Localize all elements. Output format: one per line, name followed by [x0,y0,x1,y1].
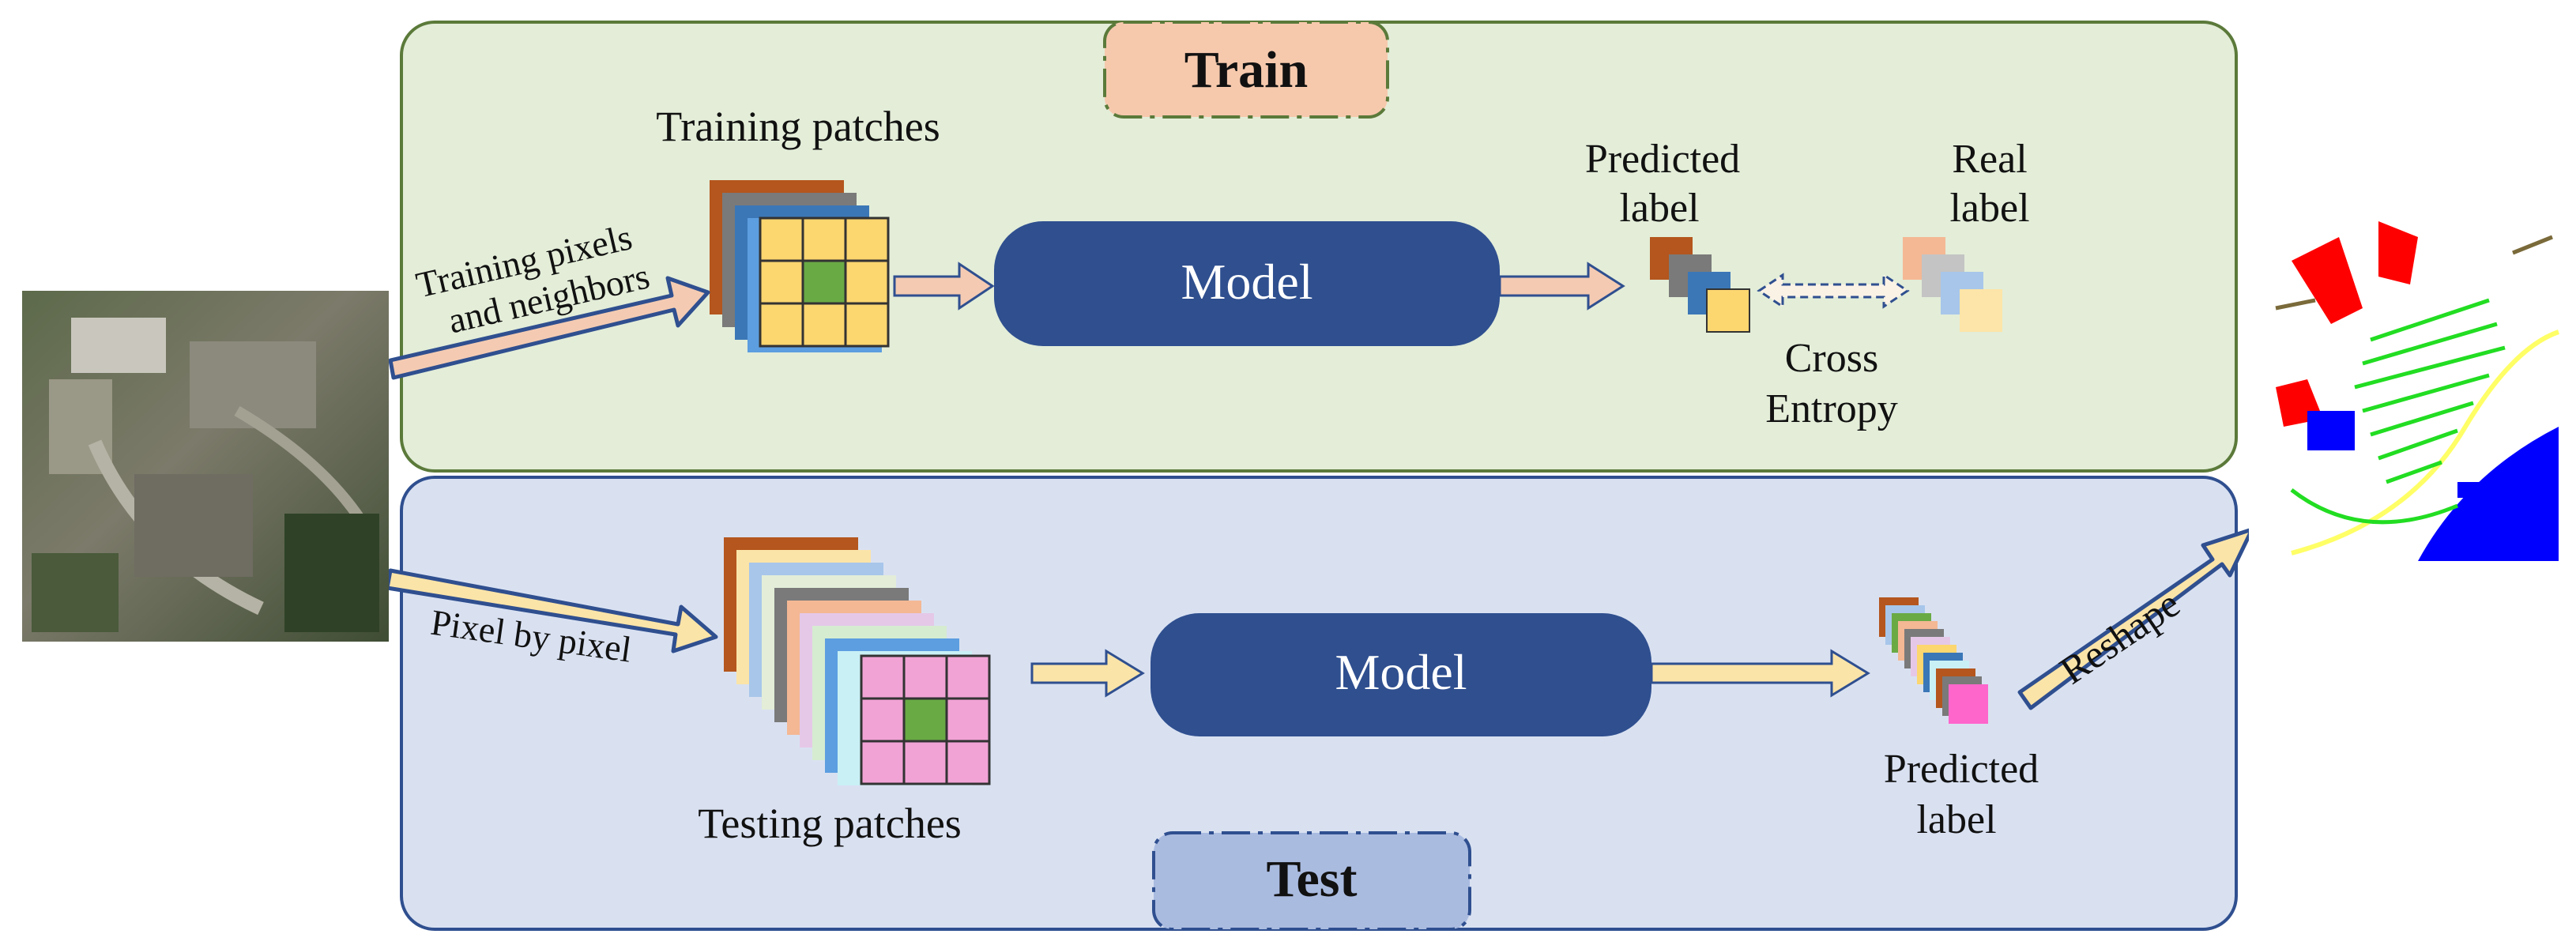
train-predicted-label-line2: label [1619,186,1699,231]
train-model-block: Model [994,221,1500,346]
test-badge: Test [1152,831,1471,931]
testing-patch-stack [724,537,991,785]
test-predicted-label-line2: label [1916,797,1996,842]
training-input-arrow [388,276,710,380]
train-model-label: Model [1181,254,1312,310]
test-model-label: Model [1335,644,1467,700]
loss-label-line1: Cross [1785,336,1878,381]
test-model-to-prediction-arrow [1650,649,1870,698]
real-label-line2: label [1949,186,2029,231]
test-input-arrow [385,568,718,653]
train-predicted-label-line1: Predicted [1585,137,1740,182]
test-title: Test [1267,850,1358,908]
train-predicted-squares [1650,237,1750,333]
cross-entropy-comparison-arrow [1757,273,1910,309]
test-model-block: Model [1151,613,1651,736]
reshape-arrow [2017,527,2254,710]
test-patch-to-model-arrow [1030,649,1145,698]
training-patch-stack [710,180,890,352]
train-badge: Train [1103,21,1389,119]
test-predicted-label-line1: Predicted [1884,747,2039,792]
aerial-input-image [22,291,389,642]
training-patches-label: Training patches [656,103,940,150]
train-patch-to-model-arrow [893,262,995,311]
classification-map-output [2249,218,2559,561]
real-label-line1: Real [1952,137,2027,182]
test-predicted-squares [1879,597,1988,724]
train-title: Train [1184,41,1308,99]
train-model-to-prediction-arrow [1498,262,1625,311]
testing-patch-grid [860,654,991,785]
loss-label-line2: Entropy [1765,386,1898,431]
testing-patches-label: Testing patches [698,800,962,847]
training-patch-grid [759,217,890,348]
real-label-squares [1903,237,2002,332]
